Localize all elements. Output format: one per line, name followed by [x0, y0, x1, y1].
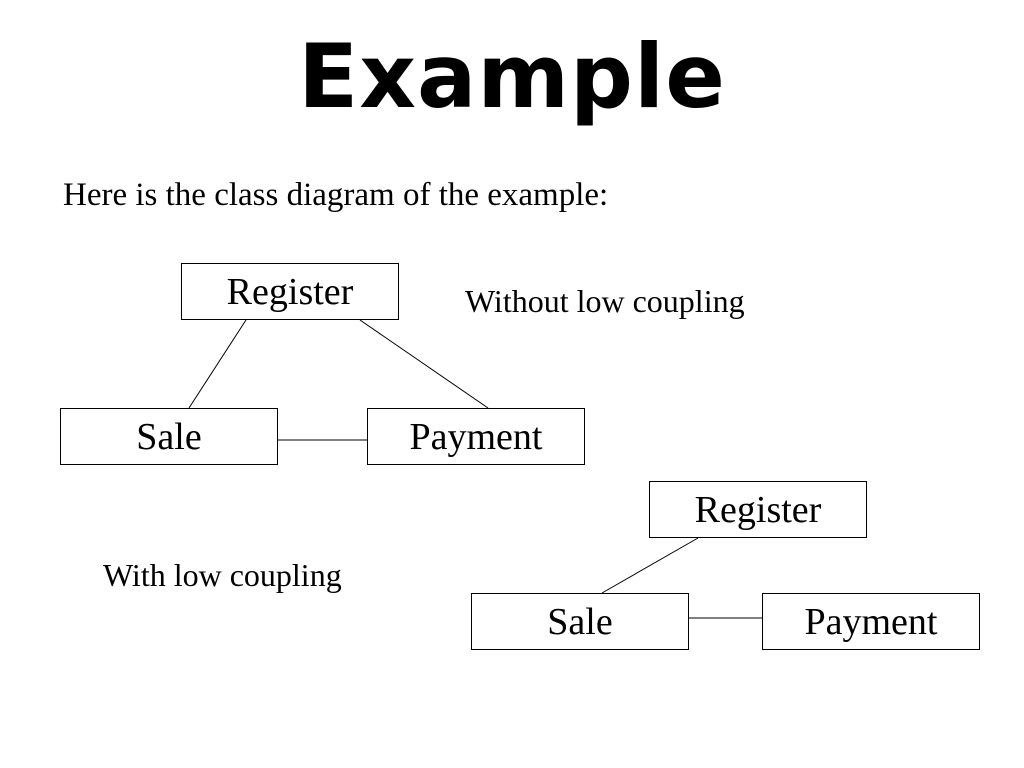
class-sale-without: Sale — [60, 408, 278, 465]
link-register-sale-without — [188, 319, 247, 409]
label-with-low-coupling: With low coupling — [103, 557, 342, 593]
class-payment-without: Payment — [367, 408, 585, 465]
intro-text: Here is the class diagram of the example… — [63, 177, 609, 213]
link-register-payment-without — [359, 319, 489, 409]
label-without-low-coupling: Without low coupling — [465, 283, 745, 319]
class-sale-with: Sale — [471, 593, 689, 650]
class-register-without: Register — [181, 263, 399, 320]
class-register-with: Register — [649, 481, 867, 538]
slide-title: Example — [298, 25, 726, 128]
link-register-sale-with — [601, 537, 699, 594]
class-payment-with: Payment — [762, 593, 980, 650]
